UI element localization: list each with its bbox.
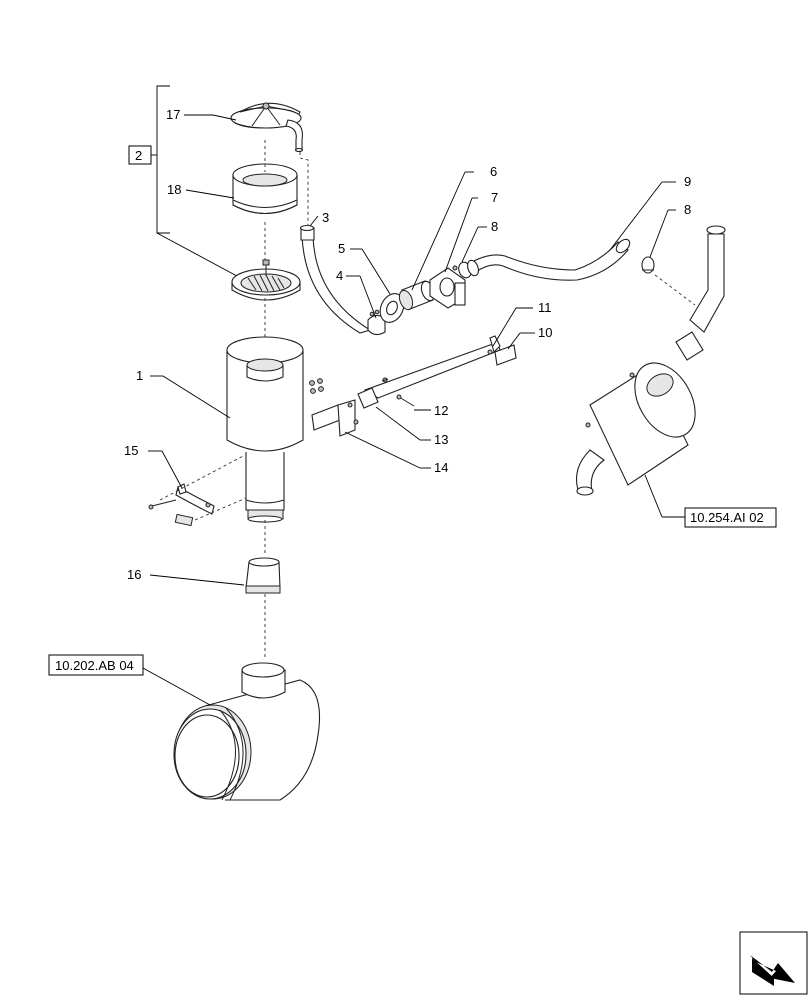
rain-cap-part [230,102,304,153]
flange-bracket-part [429,267,466,309]
callout-18: 18 [167,182,181,197]
air-filter-housing-part [173,662,321,801]
bolt-12-part [396,394,415,407]
support-bar-part [357,335,501,409]
callout-6: 6 [490,164,497,179]
reference-air-filter: 10.202.AB 04 [55,658,134,673]
reference-muffler: 10.254.AI 02 [690,510,764,525]
callout-16: 16 [127,567,141,582]
mounting-band-part [148,483,215,527]
callout-9: 9 [684,174,691,189]
callout-7: 7 [491,190,498,205]
callout-5: 5 [338,241,345,256]
exhaust-pipe-part [467,238,631,281]
callout-8-right: 8 [684,202,691,217]
nuts-part [309,378,324,394]
clamp-8-right-part [641,256,655,274]
callout-4: 4 [336,268,343,283]
callout-15: 15 [124,443,138,458]
callout-2: 2 [135,148,142,163]
callout-3: 3 [322,210,329,225]
callout-14: 14 [434,460,448,475]
callout-8-left: 8 [491,219,498,234]
adapter-sleeve-part [245,557,281,594]
precleaner-base-part [231,259,301,301]
intake-hose-part [299,224,372,334]
support-bracket-part [311,399,359,437]
next-page-arrow-icon[interactable] [739,931,808,995]
air-cleaner-body-part [226,336,304,523]
precleaner-bowl-part [232,163,298,214]
callout-11: 11 [538,300,552,315]
callout-12: 12 [434,403,448,418]
gasket-5-part [379,293,405,323]
plate-10-part [487,344,517,366]
hose-clamp-part [367,309,386,336]
callout-1: 1 [136,368,143,383]
callout-10: 10 [538,325,552,340]
callout-13: 13 [434,432,448,447]
callout-17: 17 [166,107,180,122]
muffler-part [575,225,726,496]
group-bracket-2: 2 [128,85,249,283]
